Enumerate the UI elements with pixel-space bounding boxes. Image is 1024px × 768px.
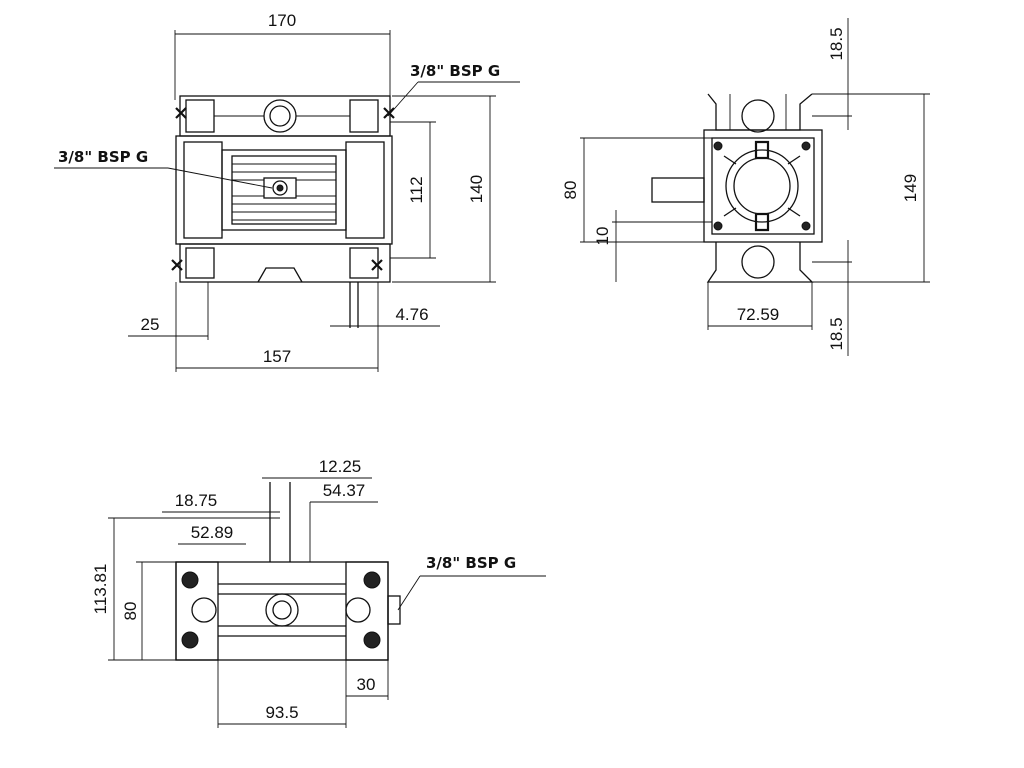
side-view: 18.5 149 18.5 80 10 72.59	[561, 18, 930, 356]
top-dim-30: 30	[357, 675, 376, 694]
top-dim-52-89: 52.89	[191, 523, 234, 542]
top-dim-80: 80	[121, 602, 140, 621]
top-dim-18-75: 18.75	[175, 491, 218, 510]
front-dim-157: 157	[263, 347, 291, 366]
front-dim-25: 25	[141, 315, 160, 334]
top-dim-54-37: 54.37	[323, 481, 366, 500]
top-dim-93-5: 93.5	[265, 703, 298, 722]
side-dim-18-5-bottom: 18.5	[827, 317, 846, 350]
side-dim-10: 10	[593, 227, 612, 246]
top-port-label: 3/8" BSP G	[426, 554, 516, 572]
top-dim-113-81: 113.81	[91, 564, 110, 615]
side-dim-72-59: 72.59	[737, 305, 780, 324]
front-dim-112: 112	[407, 176, 426, 203]
front-port-label-top: 3/8" BSP G	[410, 62, 500, 80]
front-dim-4-76: 4.76	[395, 305, 428, 324]
side-dim-80: 80	[561, 181, 580, 200]
front-view: 170	[54, 11, 520, 372]
front-dim-170: 170	[268, 11, 296, 30]
top-dim-12-25: 12.25	[319, 457, 362, 476]
front-dim-140: 140	[467, 175, 486, 203]
front-port-label-center: 3/8" BSP G	[58, 148, 148, 166]
side-dim-18-5-top: 18.5	[827, 27, 846, 60]
side-dim-149: 149	[901, 174, 920, 202]
top-view: 12.25 54.37 18.75 52.89	[91, 457, 546, 728]
